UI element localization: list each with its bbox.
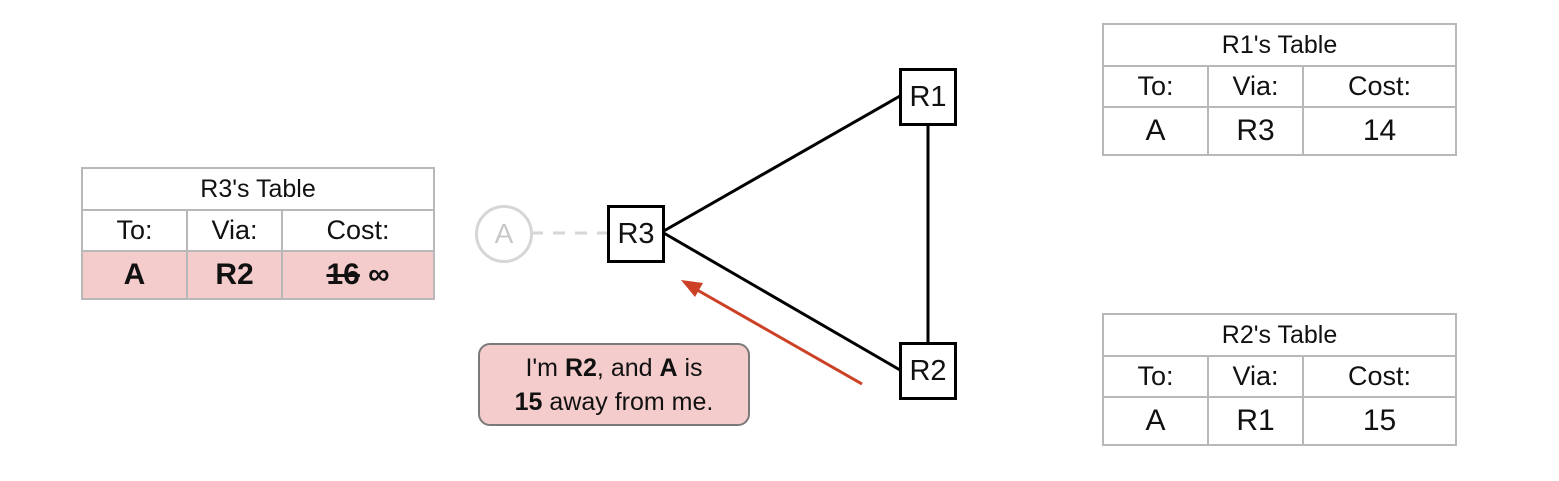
r1-header-to: To: <box>1102 65 1209 108</box>
announcement-suffix-1: is <box>677 353 703 382</box>
router-r1: R1 <box>899 68 957 126</box>
announcement-prefix: I'm <box>525 353 565 382</box>
router-r3: R3 <box>607 205 665 263</box>
r2-table: R2's Table To: Via: Cost: A R1 15 <box>1101 313 1458 446</box>
r1-row-via: R3 <box>1207 106 1304 156</box>
link-r3-r2 <box>661 230 901 372</box>
announcement-destination: A <box>659 353 678 382</box>
r3-old-cost: 16 <box>326 258 360 291</box>
announcement-suffix-2: away from me. <box>542 387 714 416</box>
r2-header-to: To: <box>1102 355 1209 398</box>
announcement-middle: , and <box>596 353 660 382</box>
host-a: A <box>475 205 533 263</box>
r1-header-cost: Cost: <box>1301 65 1458 108</box>
r1-row-cost: 14 <box>1301 106 1458 156</box>
r2-table-title: R2's Table <box>1101 313 1458 357</box>
r2-header-via: Via: <box>1207 355 1304 398</box>
announcement-arrow <box>691 285 863 386</box>
announcement-cost: 15 <box>514 387 543 416</box>
announcement-message: I'm R2, and A is 15 away from me. <box>478 343 750 426</box>
r1-table: R1's Table To: Via: Cost: A R3 14 <box>1101 23 1458 156</box>
r2-header-cost: Cost: <box>1301 355 1458 398</box>
link-r3-r1 <box>661 94 901 234</box>
r3-table-title: R3's Table <box>80 167 436 211</box>
r3-header-cost: Cost: <box>280 209 436 252</box>
r3-row-via: R2 <box>186 250 283 300</box>
r3-table-row: A R2 16 ∞ <box>81 250 436 300</box>
r2-table-row: A R1 15 <box>1102 396 1458 446</box>
router-r2: R2 <box>899 342 957 400</box>
announcement-router: R2 <box>564 353 597 382</box>
r1-header-via: Via: <box>1207 65 1304 108</box>
r2-row-cost: 15 <box>1301 396 1458 446</box>
announcement-line-2: 15 away from me. <box>515 385 714 419</box>
r3-row-cost: 16 ∞ <box>280 250 436 300</box>
r1-table-title: R1's Table <box>1101 23 1458 67</box>
r3-new-cost: ∞ <box>368 258 390 291</box>
r1-table-row: A R3 14 <box>1102 106 1458 156</box>
r2-row-to: A <box>1102 396 1209 446</box>
r3-row-to: A <box>81 250 188 300</box>
r2-row-via: R1 <box>1207 396 1304 446</box>
r3-header-to: To: <box>81 209 188 252</box>
announcement-line-1: I'm R2, and A is <box>525 351 702 385</box>
r1-row-to: A <box>1102 106 1209 156</box>
r3-header-via: Via: <box>186 209 283 252</box>
r3-table: R3's Table To: Via: Cost: A R2 16 ∞ <box>80 167 436 300</box>
announcement-arrowhead <box>681 280 703 297</box>
